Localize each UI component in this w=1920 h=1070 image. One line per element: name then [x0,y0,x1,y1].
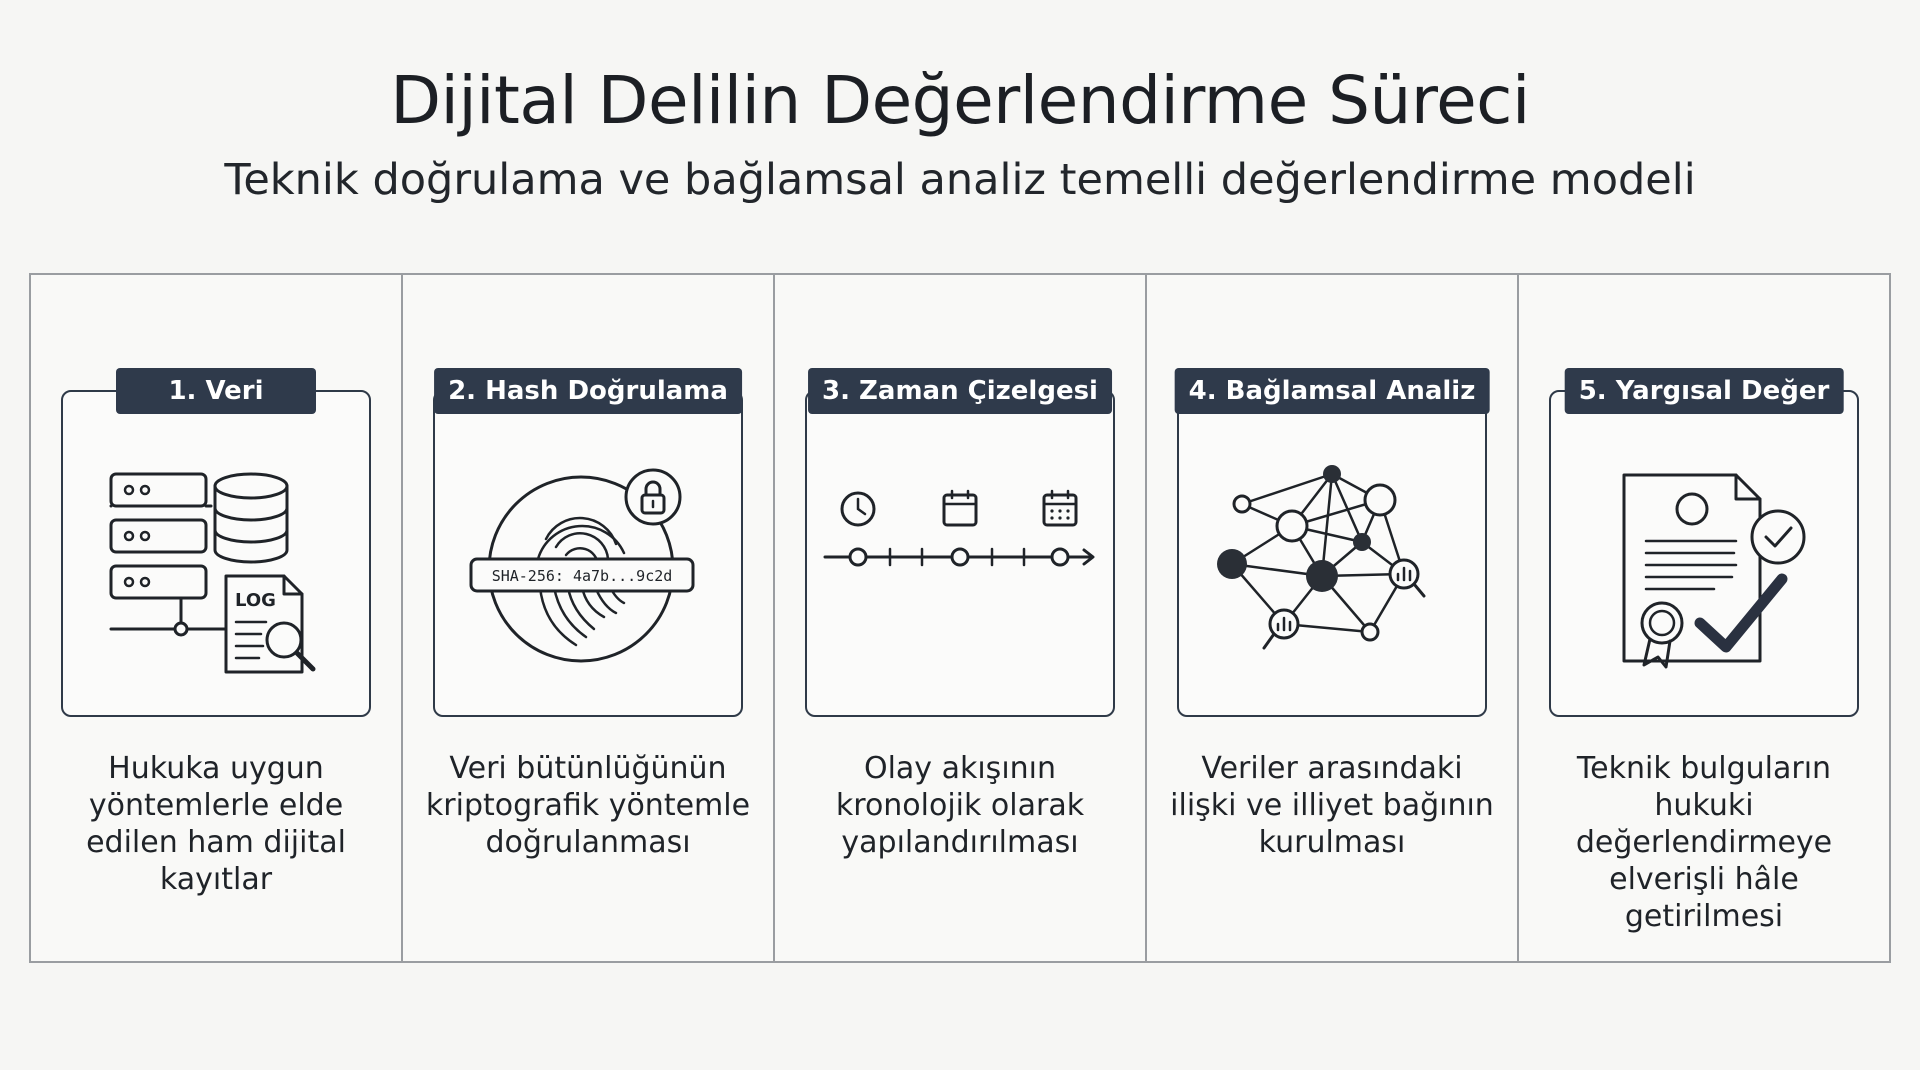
certified-document-check-icon [1551,432,1857,705]
server-database-log-icon: LOG [63,432,369,705]
network-graph-icon [1179,432,1485,705]
step-card-2: 2. Hash Doğrulama [433,368,743,717]
step-card-1: 1. Veri [61,368,371,717]
step-column-5: 5. Yargısal Değer [1519,275,1889,961]
step-description-5: Teknik bulguların hukuki değerlendirmeye… [1575,751,1833,934]
hash-text: SHA-256: 4a7b...9c2d [492,567,673,585]
log-text: LOG [235,590,276,611]
page-subtitle: Teknik doğrulama ve bağlamsal analiz tem… [224,155,1696,205]
step-column-4: 4. Bağlamsal Analiz [1147,275,1519,961]
step-card-4: 4. Bağlamsal Analiz [1174,368,1490,717]
step-column-2: 2. Hash Doğrulama [403,275,775,961]
step-label-4: 4. Bağlamsal Analiz [1174,368,1490,414]
step-column-3: 3. Zaman Çizelgesi [775,275,1147,961]
step-label-1: 1. Veri [116,368,316,414]
step-label-5: 5. Yargısal Değer [1564,368,1844,414]
step-description-3: Olay akışının kronolojik olarak yapıland… [835,751,1085,860]
step-description-2: Veri bütünlüğünün kriptografik yöntemle … [425,751,751,860]
process-table: 1. Veri [29,273,1891,963]
step-description-4: Veriler arasındaki ilişki ve illiyet bağ… [1170,751,1494,860]
fingerprint-lock-icon: SHA-256: 4a7b...9c2d [435,432,741,705]
step-description-1: Hukuka uygun yöntemlerle elde edilen ham… [86,751,346,897]
page-title: Dijital Delilin Değerlendirme Süreci [390,62,1530,139]
step-column-1: 1. Veri [31,275,403,961]
step-label-3: 3. Zaman Çizelgesi [808,368,1112,414]
step-label-2: 2. Hash Doğrulama [434,368,742,414]
timeline-icon [807,432,1113,705]
step-card-5: 5. Yargısal Değer [1549,368,1859,717]
step-card-3: 3. Zaman Çizelgesi [805,368,1115,717]
